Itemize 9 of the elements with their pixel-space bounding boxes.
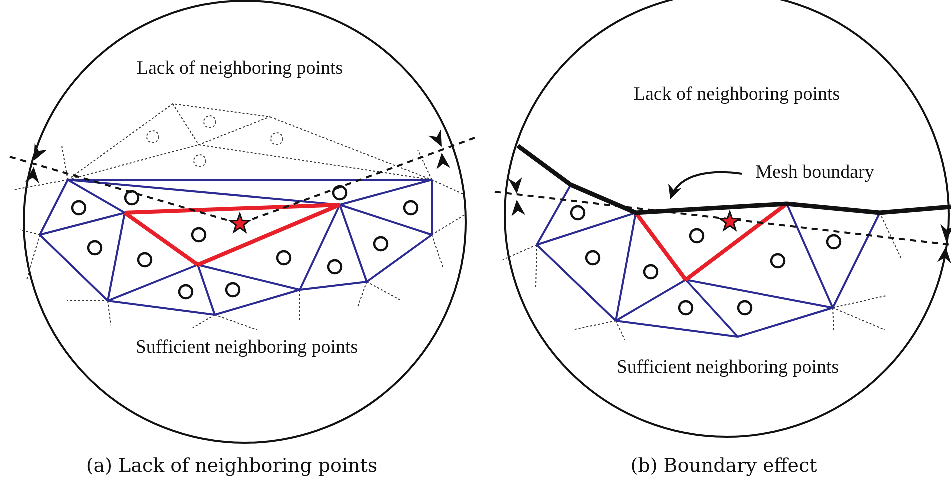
region-label: Lack of neighboring points [136, 58, 344, 80]
mesh-boundary-line [516, 144, 951, 216]
callout-label: Mesh boundary [756, 162, 874, 184]
region-label: Lack of neighboring points [634, 84, 840, 106]
figure-caption: (a) Lack of neighboring points [86, 455, 378, 477]
region-label: Sufficient neighboring points [136, 337, 358, 359]
leader-line [670, 171, 742, 200]
region-label: Sufficient neighboring points [616, 357, 840, 379]
figure-caption: (b) Boundary effect [630, 455, 818, 477]
